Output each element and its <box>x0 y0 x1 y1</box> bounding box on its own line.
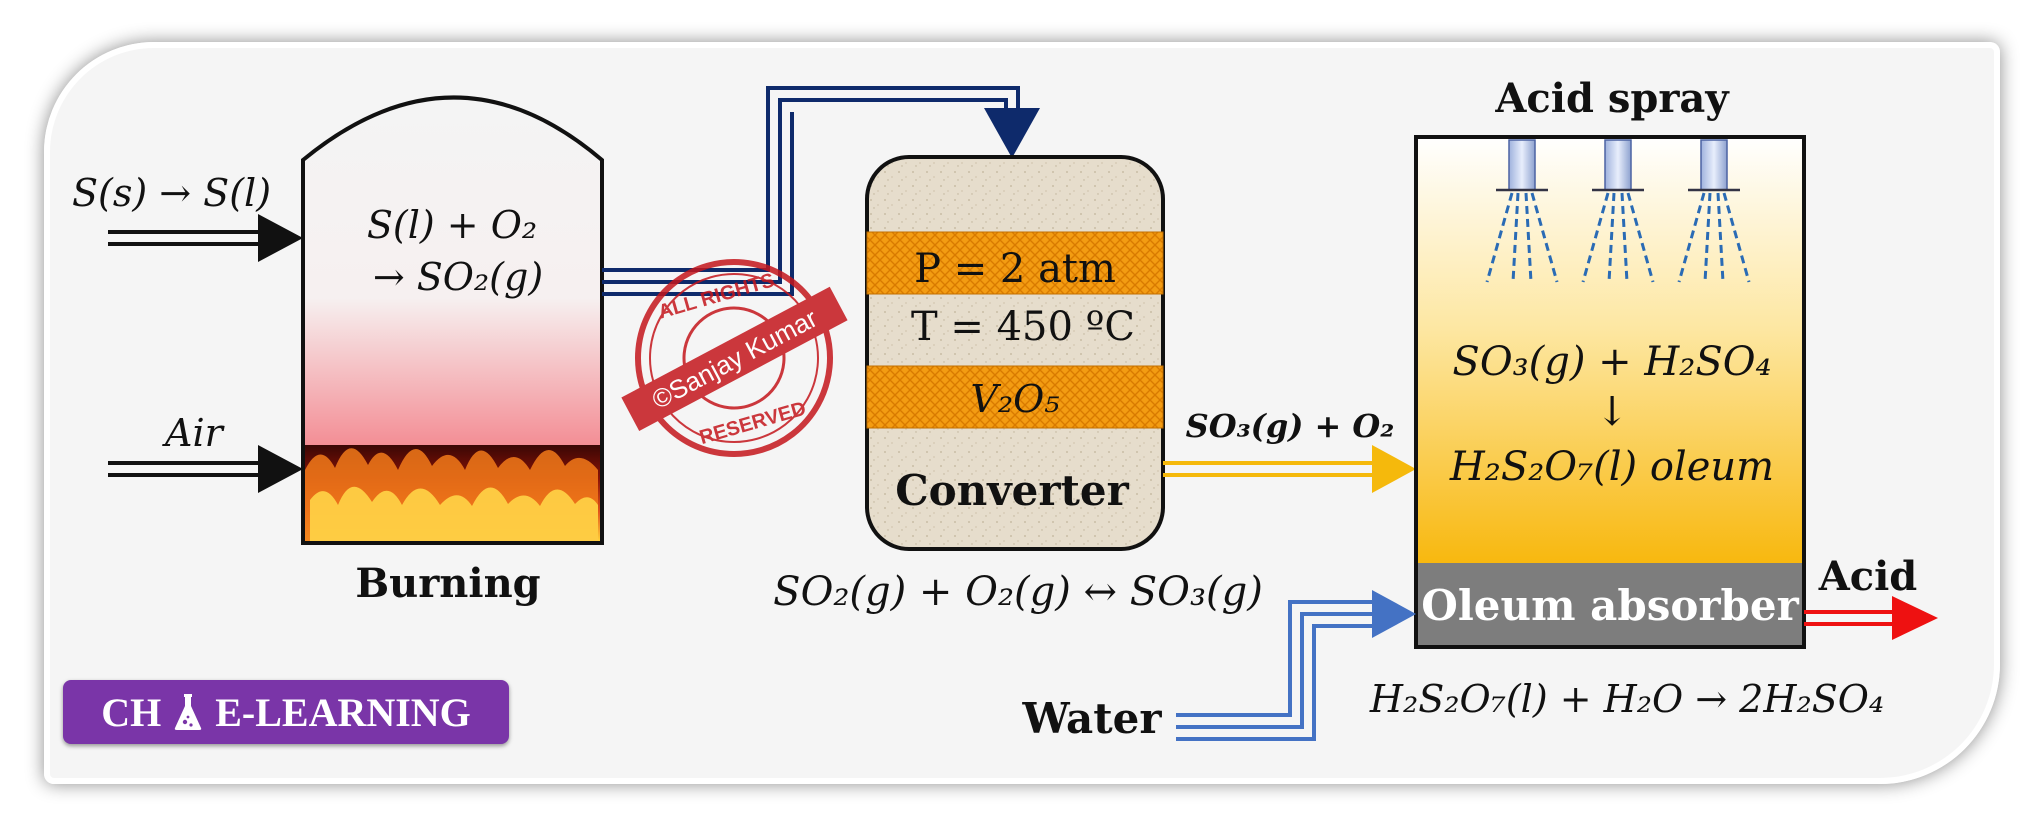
converter <box>865 155 1165 551</box>
acid-outlet-label: Acid <box>1818 553 1918 600</box>
logo-left-text: CH <box>101 689 162 735</box>
converter-bed-catalyst <box>866 365 1164 429</box>
burner-reaction-line1: S(l) + O₂ <box>367 203 537 247</box>
absorber-equation: H₂S₂O₇(l) + H₂O → 2H₂SO₄ <box>1369 677 1884 721</box>
converter-label: Converter <box>895 466 1129 515</box>
water-inlet-pipe <box>1176 600 1378 741</box>
fire-icon <box>305 445 600 541</box>
absorber-reaction-line1: SO₃(g) + H₂SO₄ <box>1452 339 1771 385</box>
acid-outlet-arrow <box>1804 596 1938 640</box>
air-feed-arrow <box>108 445 303 493</box>
spray-nozzle-3 <box>1677 139 1751 283</box>
oleum-absorber-band <box>1416 563 1804 647</box>
absorber-vessel <box>1416 137 1804 563</box>
sulfur-feed-label: S(s) → S(l) <box>72 171 271 215</box>
converter-temperature: T = 450 ºC <box>911 304 1135 350</box>
converter-equation: SO₂(g) + O₂(g) ↔ SO₃(g) <box>773 569 1263 615</box>
absorber-reaction-line2: H₂S₂O₇(l) oleum <box>1449 444 1774 490</box>
sulfur-feed-arrow <box>108 214 303 262</box>
burner-label: Burning <box>355 560 540 607</box>
so3-stream-arrow <box>1163 445 1416 493</box>
burner-vessel <box>301 95 604 545</box>
spray-nozzle-2 <box>1581 139 1655 283</box>
che-elearning-logo: CH E-LEARNING <box>63 680 509 744</box>
so3-stream-label: SO₃(g) + O₂ <box>1186 407 1395 445</box>
burner-reaction-line2: → SO₂(g) <box>373 255 543 299</box>
converter-catalyst: V₂O₅ <box>970 377 1059 421</box>
logo-right-text: E-LEARNING <box>215 689 471 735</box>
air-feed-label: Air <box>162 411 226 455</box>
flask-icon <box>174 694 202 730</box>
oleum-absorber-label: Oleum absorber <box>1421 581 1799 630</box>
acid-spray-label: Acid spray <box>1494 75 1730 122</box>
water-inlet-arrowhead <box>1372 590 1416 638</box>
absorber-reaction-arrow: ↓ <box>1595 389 1629 435</box>
so2-pipe-arrowhead <box>984 108 1040 158</box>
converter-pressure: P = 2 atm <box>914 246 1116 292</box>
absorber <box>1414 135 1806 649</box>
burner <box>301 95 604 545</box>
spray-nozzle-1 <box>1485 139 1559 283</box>
water-inlet-label: Water <box>1022 694 1163 743</box>
converter-bed-top <box>866 231 1164 295</box>
